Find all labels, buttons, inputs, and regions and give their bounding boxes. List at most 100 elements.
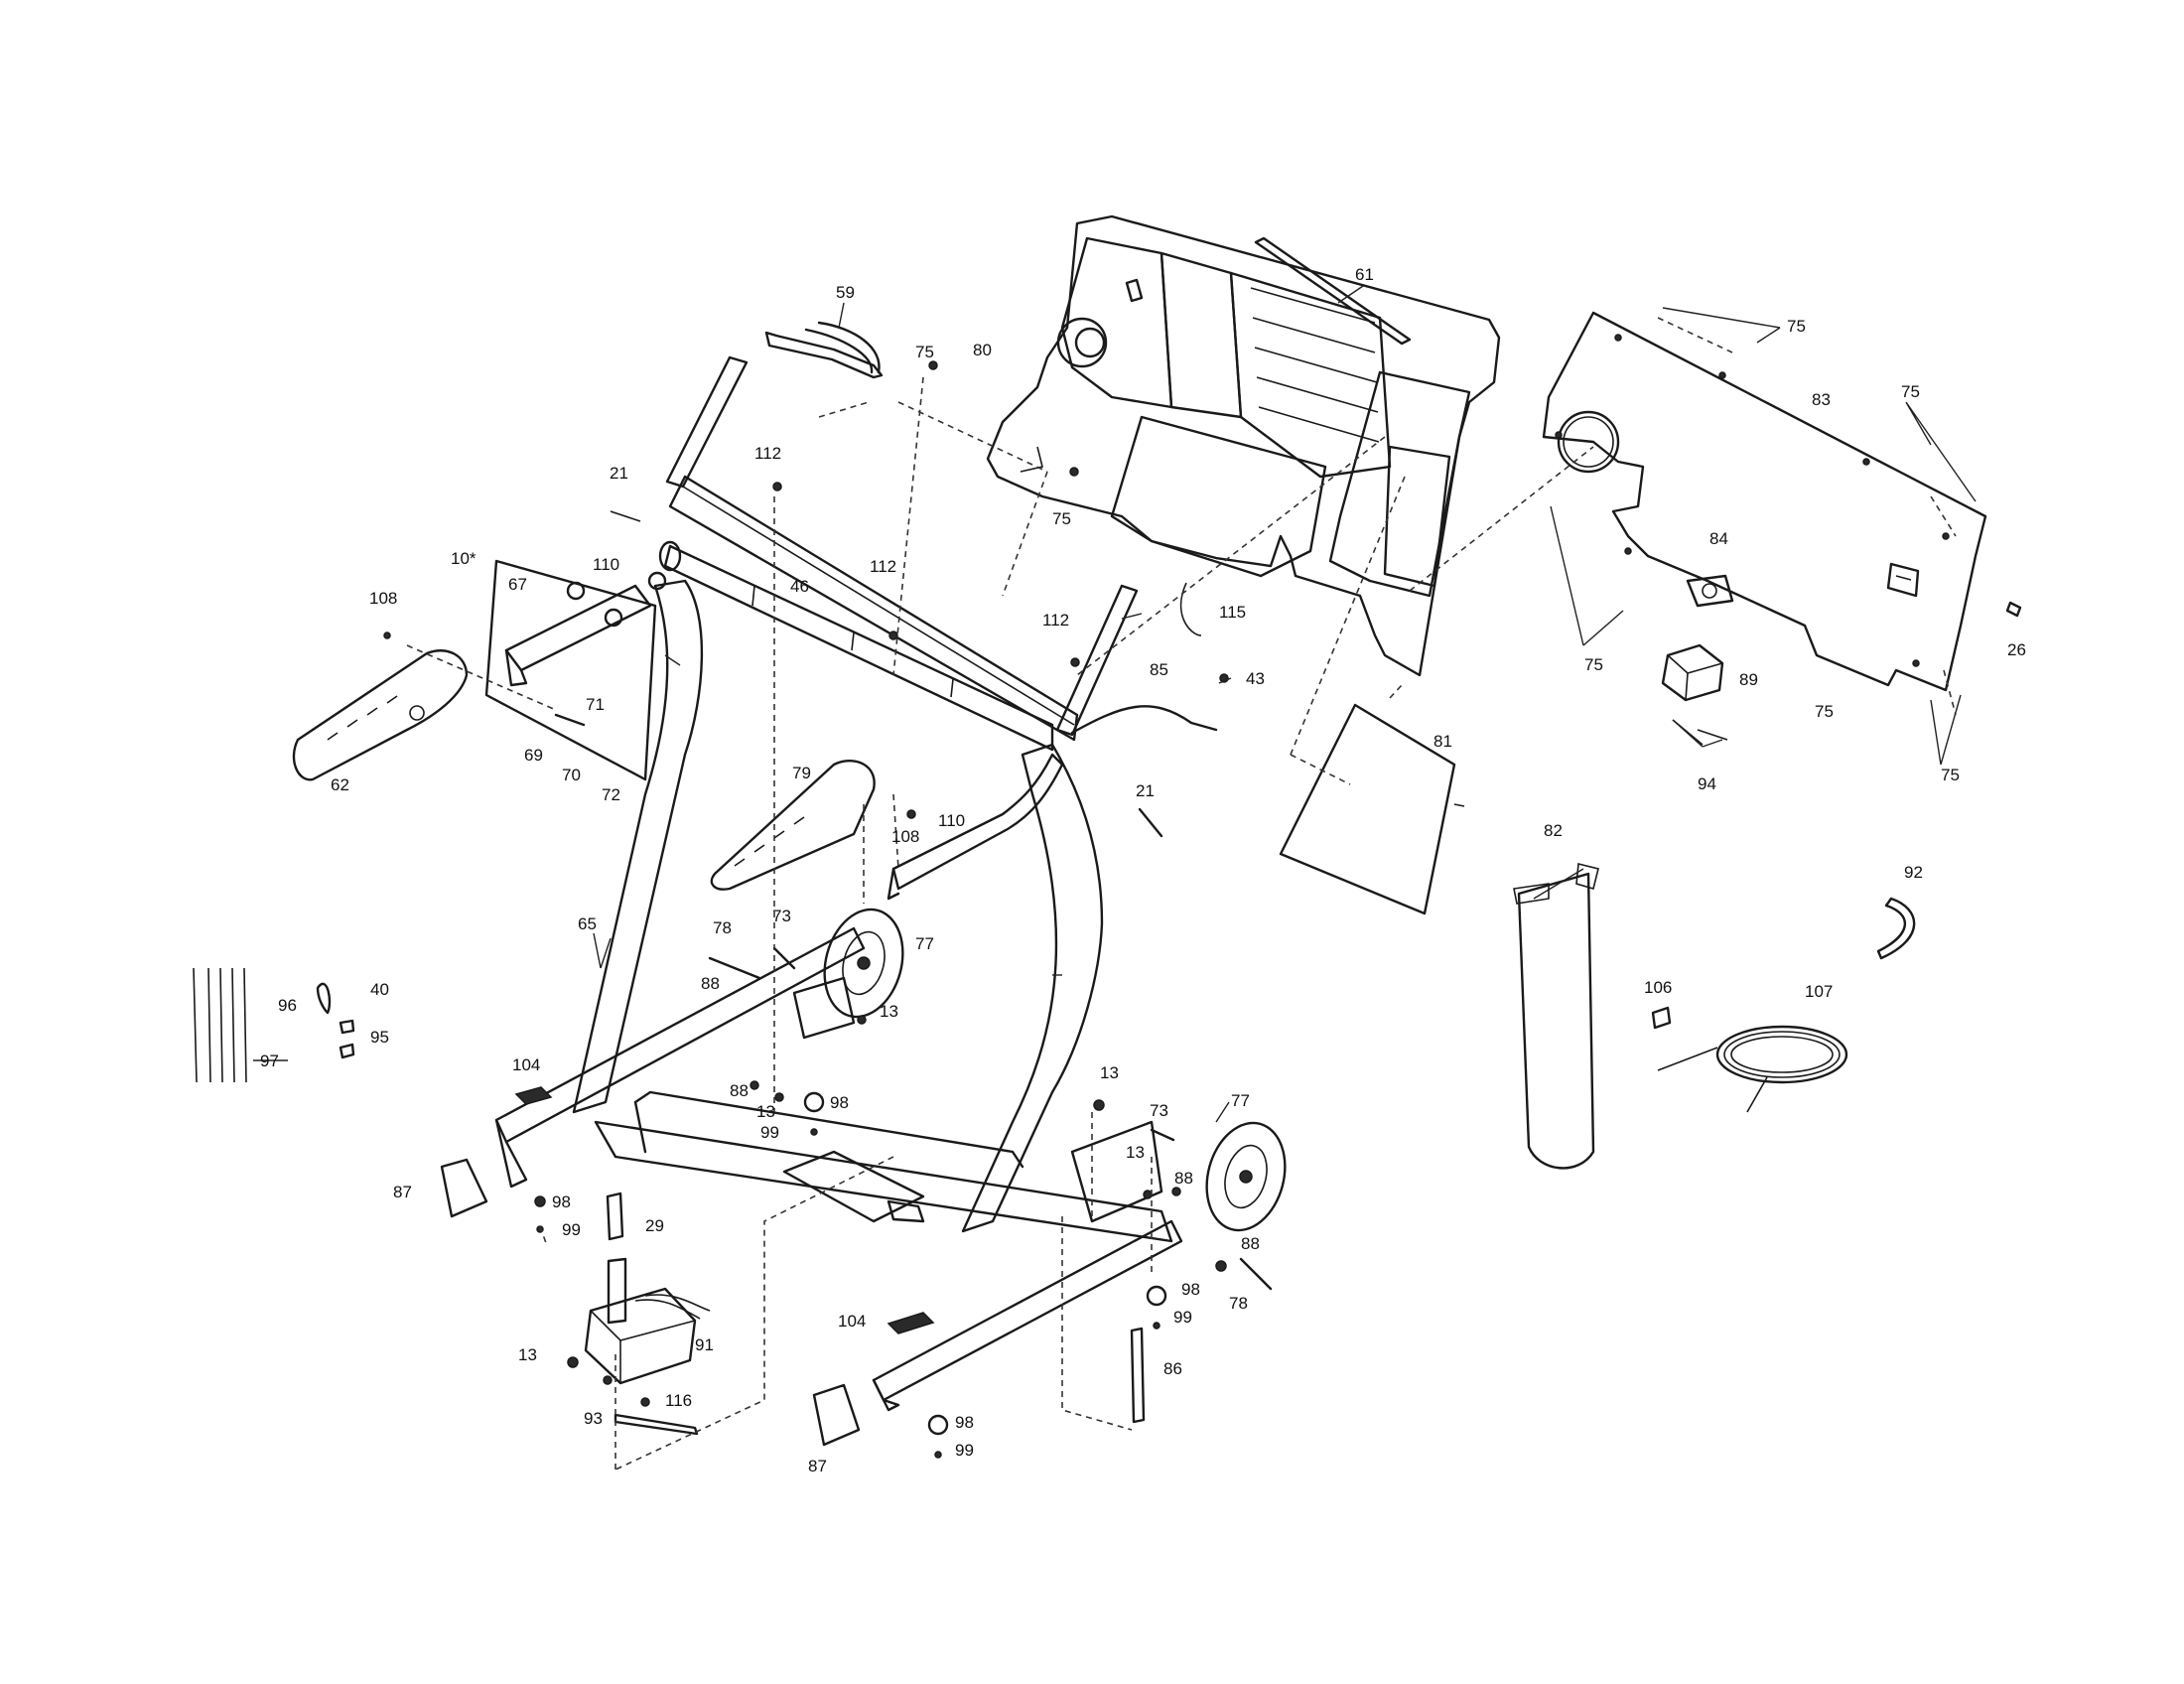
callout-116: 116: [665, 1391, 692, 1410]
callout-75: 75: [1787, 317, 1806, 336]
callout-88: 88: [1241, 1234, 1260, 1253]
part-82-strap: [1513, 862, 1599, 1170]
callout-75: 75: [1584, 655, 1603, 674]
callout-92: 92: [1904, 863, 1923, 882]
callout-104: 104: [838, 1312, 866, 1331]
callout-110: 110: [938, 811, 965, 830]
callout-73: 73: [772, 907, 791, 925]
part-87-end-cap-left: [440, 1158, 488, 1218]
callout-89: 89: [1739, 670, 1758, 689]
part-85-wire: [1070, 705, 1218, 735]
callout-69: 69: [524, 746, 543, 765]
callout-75: 75: [915, 343, 934, 361]
callout-106: 106: [1644, 978, 1672, 997]
part-92-cable: [1876, 897, 1916, 960]
callout-107: 107: [1805, 982, 1833, 1001]
callout-104: 104: [512, 1055, 540, 1074]
part-89-bracket: [1661, 643, 1724, 702]
part-59-cable: [764, 321, 884, 379]
callout-99: 99: [955, 1441, 974, 1460]
callout-95: 95: [370, 1028, 389, 1047]
part-83-console-back-panel: [1542, 311, 1987, 692]
callout-98: 98: [552, 1193, 571, 1211]
part-10-upright-panel: [484, 559, 657, 781]
part-77-wheel-upper: [823, 908, 904, 1019]
callout-87: 87: [393, 1183, 412, 1201]
callout-79: 79: [792, 764, 811, 782]
console-assembly: [986, 214, 1501, 677]
callout-108: 108: [369, 589, 397, 608]
callout-65: 65: [578, 914, 597, 933]
callout-87: 87: [808, 1457, 827, 1475]
callout-71: 71: [586, 695, 605, 714]
callout-13: 13: [1100, 1063, 1119, 1082]
callout-21: 21: [1136, 781, 1155, 800]
part-96-tie-mount: [316, 982, 332, 1015]
callout-13: 13: [880, 1002, 898, 1021]
callout-93: 93: [584, 1409, 603, 1428]
callout-26: 26: [2007, 640, 2026, 659]
callout-112: 112: [1042, 611, 1069, 630]
callout-98: 98: [955, 1413, 974, 1432]
leader-lines: [253, 285, 1977, 1123]
callout-98: 98: [830, 1093, 849, 1112]
callout-88: 88: [730, 1081, 749, 1100]
callout-13: 13: [518, 1345, 537, 1364]
callout-21: 21: [610, 464, 628, 483]
callout-91: 91: [695, 1335, 714, 1354]
callout-88: 88: [701, 974, 720, 993]
callout-75: 75: [1815, 702, 1834, 721]
callout-85: 85: [1150, 660, 1168, 679]
part-77-wheel-lower: [1205, 1121, 1287, 1232]
callout-80: 80: [973, 341, 992, 359]
callout-59: 59: [836, 283, 855, 302]
frame-uprights: [504, 355, 1139, 1233]
callout-86: 86: [1163, 1359, 1182, 1378]
callout-99: 99: [562, 1220, 581, 1239]
callout-43: 43: [1246, 669, 1265, 688]
callout-94: 94: [1698, 774, 1716, 793]
callout-75: 75: [1052, 509, 1071, 528]
callout-62: 62: [331, 775, 349, 794]
callout-40: 40: [370, 980, 389, 999]
part-95-clips: [339, 1019, 355, 1059]
callout-97: 97: [260, 1052, 279, 1070]
part-29-pin: [606, 1192, 624, 1241]
callout-81: 81: [1433, 732, 1452, 751]
small-hardware: [383, 360, 1273, 1459]
part-81-hood-panel: [1279, 703, 1456, 915]
base-frame: [494, 926, 1183, 1412]
callout-108: 108: [891, 827, 919, 846]
part-107-coiled-wire: [1657, 1025, 1848, 1113]
callout-61: 61: [1355, 265, 1374, 284]
callout-67: 67: [508, 575, 527, 594]
callout-10-star: 10*: [451, 549, 477, 568]
part-79-right-handrail: [710, 760, 876, 891]
callout-77: 77: [915, 934, 934, 953]
part-91-incline-motor: [584, 1257, 711, 1385]
callout-29: 29: [645, 1216, 664, 1235]
callout-77: 77: [1231, 1091, 1250, 1110]
callout-112: 112: [754, 444, 781, 463]
part-97-cable-ties: [193, 967, 247, 1083]
part-106-fastener: [1651, 1006, 1672, 1030]
callout-115: 115: [1219, 603, 1246, 622]
callout-46: 46: [790, 577, 809, 596]
part-84-plate: [1686, 574, 1734, 608]
part-86-shock: [1130, 1327, 1146, 1424]
callout-96: 96: [278, 996, 297, 1015]
callout-83: 83: [1812, 390, 1831, 409]
callout-99: 99: [760, 1123, 779, 1142]
part-87-end-cap-right: [812, 1383, 861, 1447]
callout-99: 99: [1173, 1308, 1192, 1327]
part-104-pad-left: [514, 1086, 553, 1105]
assembly-guide-lines: [406, 317, 1957, 1471]
callout-73: 73: [1150, 1101, 1168, 1120]
callout-112: 112: [870, 557, 896, 576]
callout-13: 13: [1126, 1143, 1145, 1162]
part-104-pad-right: [887, 1312, 935, 1334]
callout-88: 88: [1174, 1169, 1193, 1188]
callout-labels: 59 61 75 80 75 75 83 75 21 112 10* 110 6…: [260, 265, 2026, 1475]
callout-70: 70: [562, 766, 581, 784]
